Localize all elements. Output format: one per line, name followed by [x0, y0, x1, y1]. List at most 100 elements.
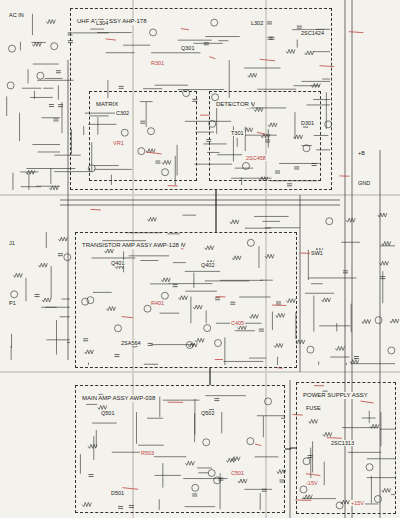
capacitor-plate: [49, 106, 54, 107]
wire: [183, 478, 227, 479]
assembly-title: TRANSISTOR AMP ASSY AWP-128: [80, 242, 181, 249]
capacitor-plate: [215, 299, 220, 300]
wire: [92, 257, 136, 258]
wire: [258, 246, 259, 268]
capacitor-plate: [297, 28, 302, 29]
wire: [28, 173, 29, 190]
wire: [146, 102, 147, 127]
part-label: L302: [250, 20, 264, 26]
transistor-symbol: [214, 477, 221, 484]
capacitor-plate: [115, 356, 120, 357]
wire: [237, 138, 238, 147]
capacitor-plate: [53, 120, 58, 121]
wire: [11, 334, 12, 348]
paper-fold: [132, 0, 134, 518]
resistor-symbol: [248, 73, 257, 77]
wire: [51, 266, 52, 298]
resistor-symbol: [32, 42, 41, 46]
wire: [263, 416, 264, 437]
capacitor-plate: [148, 345, 153, 346]
capacitor-plate: [294, 168, 299, 169]
transistor-symbol: [211, 19, 218, 26]
wire: [112, 452, 143, 453]
resistor-symbol: [286, 49, 295, 53]
wire: [244, 489, 272, 490]
resistor-symbol: [380, 261, 389, 265]
wire: [159, 313, 179, 314]
wire: [198, 472, 208, 473]
capacitor-plate: [275, 171, 280, 172]
wire: [163, 400, 200, 401]
resistor-symbol: [370, 424, 379, 428]
wire: [367, 458, 395, 459]
transistor-symbol: [148, 128, 155, 135]
capacitor-plate: [262, 491, 267, 492]
capacitor-plate: [204, 44, 209, 45]
capacitor-plate: [140, 123, 145, 124]
resistor-symbol: [226, 458, 235, 462]
annotation-mark: [327, 437, 342, 439]
part-label: D501: [110, 490, 125, 496]
wire: [168, 233, 180, 234]
wire: [326, 92, 327, 129]
wire: [32, 14, 33, 35]
capacitor-plate: [89, 474, 94, 475]
resistor-symbol: [286, 299, 295, 303]
capacitor-plate: [279, 480, 284, 481]
wire: [197, 467, 212, 468]
resistor-symbol: [323, 432, 332, 436]
wire: [173, 262, 186, 263]
wire: [144, 364, 158, 365]
resistor-symbol: [38, 263, 47, 267]
part-label: C302: [115, 110, 130, 116]
resistor-symbol: [179, 296, 188, 300]
annotation-mark: [360, 401, 373, 403]
wire: [245, 228, 271, 229]
wire: [216, 105, 217, 134]
resistor-symbol: [195, 338, 204, 342]
capacitor-plate: [215, 297, 220, 298]
transistor-symbol: [375, 317, 382, 324]
resistor-symbol: [254, 108, 263, 112]
resistor-symbol: [238, 326, 247, 330]
resistor-symbol: [231, 457, 240, 461]
wire: [154, 456, 186, 457]
wire: [90, 115, 109, 116]
annotation-mark: [146, 152, 162, 154]
wire: [58, 85, 59, 99]
wire: [61, 102, 62, 133]
capacitor-plate: [49, 104, 54, 105]
capacitor-plate: [214, 398, 219, 399]
wire: [54, 171, 92, 172]
transistor-symbol: [325, 121, 332, 128]
part-label: 2SC458: [245, 155, 267, 161]
part-label: 2SC1424: [300, 30, 325, 36]
part-label: C405: [230, 320, 245, 326]
part-label: Q501: [100, 410, 115, 416]
bus-wire: [60, 205, 340, 206]
resistor-symbol: [105, 249, 114, 253]
transistor-symbol: [366, 464, 373, 471]
wire: [185, 291, 217, 292]
part-label: 2SA564: [120, 340, 142, 346]
capacitor-plate: [230, 302, 235, 303]
transistor-symbol: [388, 347, 395, 354]
capacitor-plate: [308, 455, 313, 456]
capacitor-plate: [83, 338, 88, 339]
resistor-symbol: [98, 405, 107, 409]
bus-wire: [60, 200, 340, 201]
resistor-symbol: [335, 346, 344, 350]
wire: [235, 168, 253, 169]
wire: [61, 299, 70, 300]
capacitor-plate: [294, 166, 299, 167]
wire: [268, 129, 269, 147]
resistor-symbol: [309, 419, 318, 423]
wire: [229, 60, 230, 98]
transistor-symbol: [204, 325, 211, 332]
part-label: VR1: [112, 140, 125, 146]
annotation-mark: [319, 65, 334, 67]
wire: [205, 395, 245, 396]
capacitor-plate: [58, 106, 63, 107]
resistor-symbol: [26, 170, 35, 174]
wire: [312, 441, 313, 472]
